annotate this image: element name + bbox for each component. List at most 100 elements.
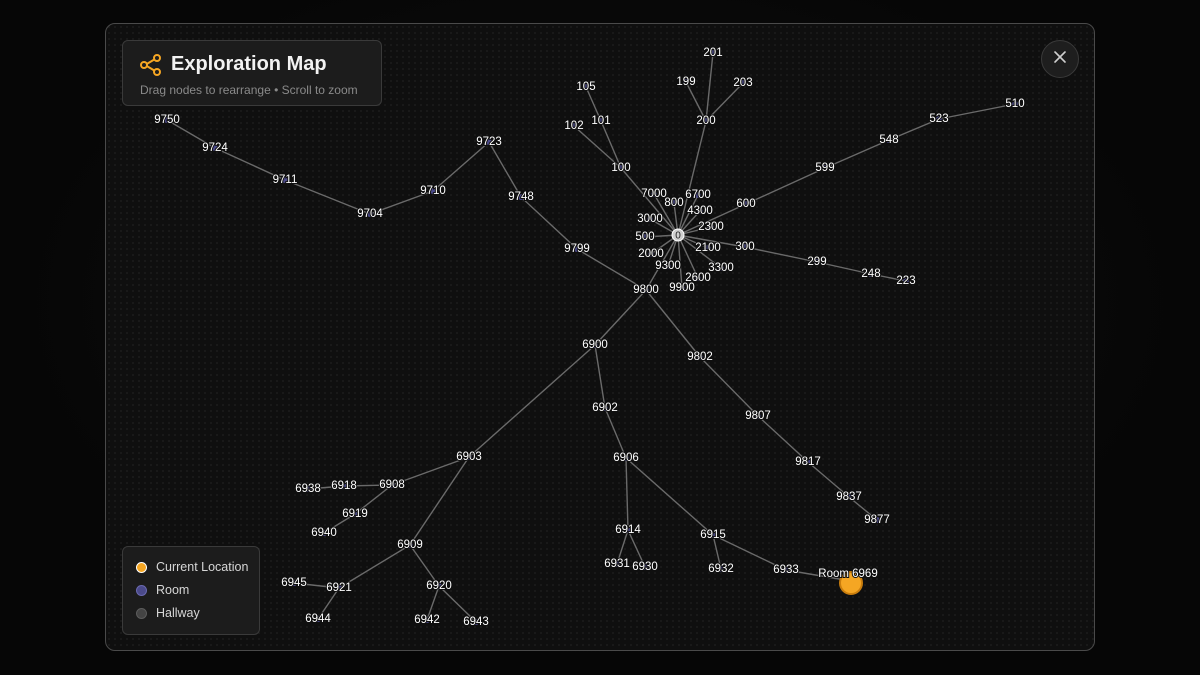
room-node-marker[interactable]	[598, 118, 604, 124]
room-node-marker[interactable]	[315, 616, 321, 622]
map-node-6943[interactable]: 6943	[462, 615, 490, 629]
room-node-marker[interactable]	[407, 542, 413, 548]
map-node-300[interactable]: 300	[734, 240, 755, 254]
room-node-marker[interactable]	[602, 405, 608, 411]
map-node-9800[interactable]: 9800	[632, 283, 660, 297]
hub-node-marker[interactable]	[671, 228, 685, 242]
room-node-marker[interactable]	[868, 271, 874, 277]
room-node-marker[interactable]	[874, 517, 880, 523]
map-node-102[interactable]: 102	[563, 119, 584, 133]
room-node-marker[interactable]	[614, 561, 620, 567]
room-node-marker[interactable]	[651, 191, 657, 197]
room-node-marker[interactable]	[814, 259, 820, 265]
map-node-800[interactable]: 800	[663, 196, 684, 210]
room-node-marker[interactable]	[164, 117, 170, 123]
map-node-4300[interactable]: 4300	[686, 204, 714, 218]
map-node-500[interactable]: 500	[634, 230, 655, 244]
map-node-9807[interactable]: 9807	[744, 409, 772, 423]
map-node-199[interactable]: 199	[675, 75, 696, 89]
room-node-marker[interactable]	[671, 200, 677, 206]
map-node-6918[interactable]: 6918	[330, 479, 358, 493]
map-node-6903[interactable]: 6903	[455, 450, 483, 464]
map-node-6920[interactable]: 6920	[425, 579, 453, 593]
room-node-marker[interactable]	[341, 483, 347, 489]
room-node-marker[interactable]	[705, 245, 711, 251]
room-node-marker[interactable]	[642, 564, 648, 570]
map-node-9817[interactable]: 9817	[794, 455, 822, 469]
map-node-299[interactable]: 299	[806, 255, 827, 269]
map-node-599[interactable]: 599	[814, 161, 835, 175]
room-node-marker[interactable]	[648, 251, 654, 257]
map-node-105[interactable]: 105	[575, 80, 596, 94]
room-node-marker[interactable]	[592, 342, 598, 348]
map-node-7000[interactable]: 7000	[640, 187, 668, 201]
room-node-marker[interactable]	[718, 566, 724, 572]
room-node-marker[interactable]	[742, 244, 748, 250]
room-node-marker[interactable]	[291, 580, 297, 586]
map-node-3300[interactable]: 3300	[707, 261, 735, 275]
room-node-marker[interactable]	[352, 511, 358, 517]
room-node-marker[interactable]	[710, 532, 716, 538]
room-node-marker[interactable]	[846, 494, 852, 500]
room-node-marker[interactable]	[679, 285, 685, 291]
room-node-marker[interactable]	[755, 413, 761, 419]
map-node-248[interactable]: 248	[860, 267, 881, 281]
map-node-6945[interactable]: 6945	[280, 576, 308, 590]
map-node-2300[interactable]: 2300	[697, 220, 725, 234]
map-node-9748[interactable]: 9748	[507, 190, 535, 204]
room-node-marker[interactable]	[697, 354, 703, 360]
map-node-9710[interactable]: 9710	[419, 184, 447, 198]
map-node-510[interactable]: 510	[1004, 97, 1025, 111]
close-button[interactable]	[1041, 40, 1079, 78]
room-node-marker[interactable]	[695, 192, 701, 198]
map-node-9900[interactable]: 9900	[668, 281, 696, 295]
map-node-6944[interactable]: 6944	[304, 612, 332, 626]
room-node-marker[interactable]	[571, 123, 577, 129]
map-node-9711[interactable]: 9711	[272, 173, 299, 187]
map-node-9723[interactable]: 9723	[475, 135, 503, 149]
room-node-marker[interactable]	[473, 619, 479, 625]
room-node-marker[interactable]	[665, 263, 671, 269]
map-node-2600[interactable]: 2600	[684, 271, 712, 285]
map-node-9799[interactable]: 9799	[563, 242, 591, 256]
map-node-9877[interactable]: 9877	[863, 513, 891, 527]
room-node-marker[interactable]	[436, 583, 442, 589]
room-node-marker[interactable]	[642, 234, 648, 240]
room-node-marker[interactable]	[623, 455, 629, 461]
map-node-6933[interactable]: 6933	[772, 563, 800, 577]
room-node-marker[interactable]	[903, 278, 909, 284]
room-node-marker[interactable]	[321, 530, 327, 536]
map-node-6700[interactable]: 6700	[684, 188, 712, 202]
map-node-9300[interactable]: 9300	[654, 259, 682, 273]
map-node-548[interactable]: 548	[878, 133, 899, 147]
map-node-203[interactable]: 203	[732, 76, 753, 90]
map-node-6932[interactable]: 6932	[707, 562, 735, 576]
map-node-200[interactable]: 200	[695, 114, 716, 128]
map-node-6931[interactable]: 6931	[603, 557, 631, 571]
map-node-6919[interactable]: 6919	[341, 507, 369, 521]
room-node-marker[interactable]	[466, 454, 472, 460]
map-node-2000[interactable]: 2000	[637, 247, 665, 261]
room-node-marker[interactable]	[583, 84, 589, 90]
map-node-523[interactable]: 523	[928, 112, 949, 126]
map-node-6921[interactable]: 6921	[325, 581, 353, 595]
room-node-marker[interactable]	[936, 116, 942, 122]
room-node-marker[interactable]	[574, 246, 580, 252]
room-node-marker[interactable]	[647, 216, 653, 222]
map-node-600[interactable]: 600	[735, 197, 756, 211]
map-node-6908[interactable]: 6908	[378, 478, 406, 492]
map-node-9802[interactable]: 9802	[686, 350, 714, 364]
map-node-3000[interactable]: 3000	[636, 212, 664, 226]
room-node-marker[interactable]	[1012, 101, 1018, 107]
map-node-6906[interactable]: 6906	[612, 451, 640, 465]
map-node-101[interactable]: 101	[590, 114, 611, 128]
room-node-marker[interactable]	[305, 486, 311, 492]
room-node-marker[interactable]	[743, 201, 749, 207]
room-node-marker[interactable]	[389, 482, 395, 488]
map-node-6942[interactable]: 6942	[413, 613, 441, 627]
map-node-9750[interactable]: 9750	[153, 113, 181, 127]
map-node-9724[interactable]: 9724	[201, 141, 229, 155]
room-node-marker[interactable]	[886, 137, 892, 143]
room-node-marker[interactable]	[683, 79, 689, 85]
map-node-6938[interactable]: 6938	[294, 482, 322, 496]
